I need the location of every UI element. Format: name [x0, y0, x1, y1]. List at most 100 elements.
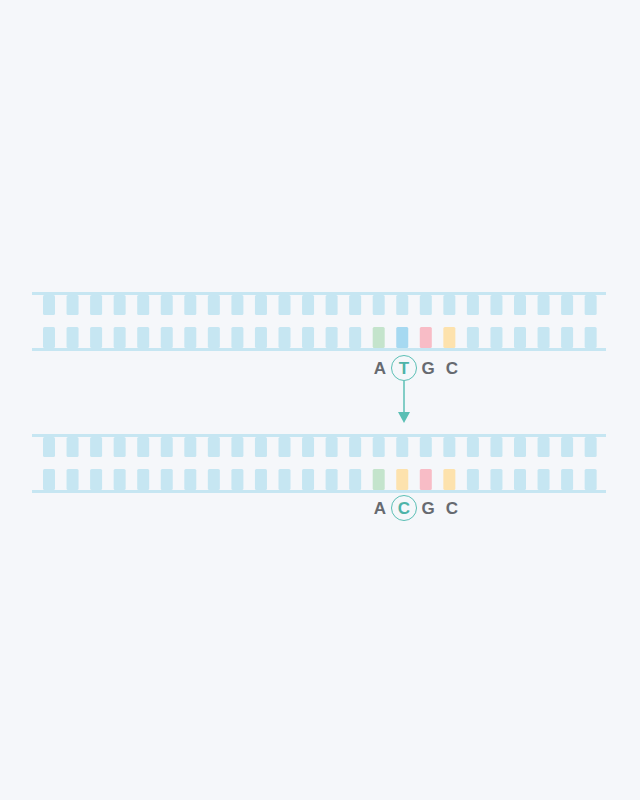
base-tooth [302, 295, 314, 315]
base-tooth [231, 469, 243, 490]
base-tooth [255, 327, 267, 348]
base-tooth [538, 469, 550, 490]
backbone [32, 490, 606, 493]
base-letter: C [446, 360, 458, 377]
base-tooth [184, 327, 196, 348]
base-tooth [349, 437, 361, 457]
base-tooth [208, 327, 220, 348]
base-tooth [114, 295, 126, 315]
base-tooth [585, 295, 597, 315]
base-tooth [90, 295, 102, 315]
base-tooth [231, 295, 243, 315]
base-tooth [467, 327, 479, 348]
base-tooth [373, 469, 385, 490]
base-tooth [349, 295, 361, 315]
base-tooth [161, 437, 173, 457]
mutation-arrow [398, 381, 410, 423]
base-tooth [443, 295, 455, 315]
base-tooth [326, 327, 338, 348]
base-tooth [67, 327, 79, 348]
arrow-head [398, 412, 410, 423]
base-tooth [538, 295, 550, 315]
base-tooth [349, 469, 361, 490]
base-tooth [90, 327, 102, 348]
base-tooth [279, 437, 291, 457]
base-tooth [326, 437, 338, 457]
base-tooth [467, 437, 479, 457]
base-tooth [514, 437, 526, 457]
base-tooth [90, 469, 102, 490]
base-tooth [208, 295, 220, 315]
base-tooth [538, 437, 550, 457]
base-tooth [43, 469, 55, 490]
base-tooth [514, 295, 526, 315]
base-tooth [490, 469, 502, 490]
base-tooth [349, 327, 361, 348]
base-tooth [467, 295, 479, 315]
base-tooth [396, 327, 408, 348]
base-tooth [561, 327, 573, 348]
base-tooth [114, 327, 126, 348]
base-tooth [443, 327, 455, 348]
base-tooth [184, 469, 196, 490]
base-tooth [161, 469, 173, 490]
base-tooth [420, 295, 432, 315]
base-tooth [561, 295, 573, 315]
base-tooth [43, 295, 55, 315]
base-tooth [420, 469, 432, 490]
base-tooth [373, 437, 385, 457]
base-tooth [326, 295, 338, 315]
backbone [32, 292, 606, 295]
base-letter: G [421, 500, 434, 517]
base-tooth [561, 469, 573, 490]
base-tooth [137, 469, 149, 490]
base-tooth [208, 469, 220, 490]
base-tooth [585, 469, 597, 490]
base-tooth [231, 327, 243, 348]
base-tooth [373, 327, 385, 348]
base-tooth [420, 327, 432, 348]
base-tooth [114, 469, 126, 490]
base-tooth [420, 437, 432, 457]
base-tooth [43, 437, 55, 457]
base-tooth [184, 295, 196, 315]
base-tooth [490, 327, 502, 348]
backbone [32, 348, 606, 351]
base-tooth [137, 437, 149, 457]
base-tooth [326, 469, 338, 490]
base-tooth [67, 437, 79, 457]
base-tooth [114, 437, 126, 457]
base-tooth [231, 437, 243, 457]
base-tooth [43, 327, 55, 348]
base-tooth [396, 295, 408, 315]
base-tooth [443, 437, 455, 457]
base-tooth [255, 437, 267, 457]
base-tooth [161, 327, 173, 348]
mutated-base: T [399, 360, 409, 377]
base-tooth [585, 437, 597, 457]
highlight-circle: T [391, 355, 417, 381]
base-tooth [302, 437, 314, 457]
base-letter: C [446, 500, 458, 517]
base-tooth [208, 437, 220, 457]
dna-strand [32, 434, 606, 493]
base-tooth [514, 469, 526, 490]
base-tooth [538, 327, 550, 348]
base-tooth [255, 469, 267, 490]
base-tooth [137, 295, 149, 315]
base-tooth [467, 469, 479, 490]
dna-strand [32, 292, 606, 351]
base-tooth [396, 469, 408, 490]
base-tooth [137, 327, 149, 348]
base-tooth [184, 437, 196, 457]
base-letter: A [374, 500, 386, 517]
base-tooth [490, 437, 502, 457]
base-tooth [67, 469, 79, 490]
base-tooth [90, 437, 102, 457]
base-tooth [373, 295, 385, 315]
base-tooth [255, 295, 267, 315]
base-tooth [67, 295, 79, 315]
base-tooth [490, 295, 502, 315]
